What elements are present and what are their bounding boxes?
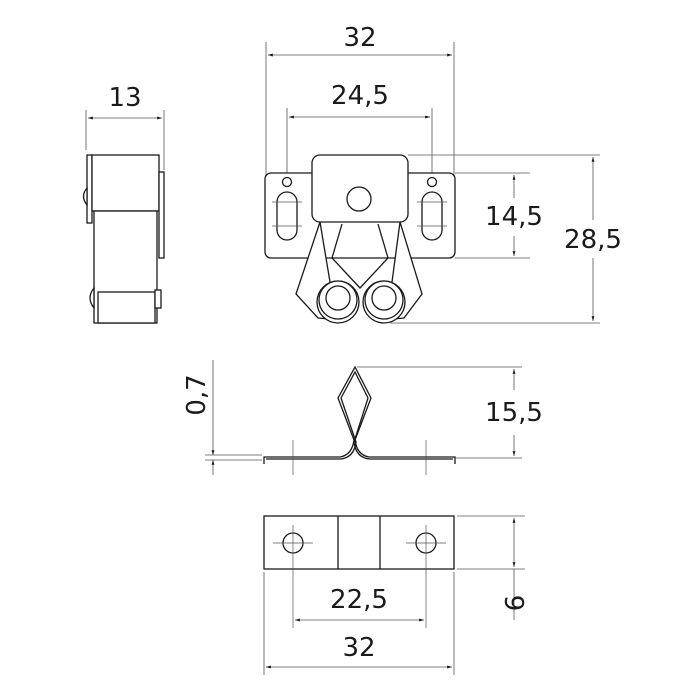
hole-spacing-label: 22,5 [330, 585, 388, 615]
side-width-label: 13 [108, 83, 141, 113]
overall-height-label: 28,5 [564, 225, 622, 255]
spring-height-label: 15,5 [485, 398, 543, 428]
plate-height-label: 14,5 [485, 202, 543, 232]
slot-spacing-label: 24,5 [331, 81, 389, 111]
strike-width-label: 32 [342, 633, 375, 663]
strike-plate-view: 22,5 32 9 [263, 515, 528, 675]
strike-height-label: 9 [498, 595, 528, 612]
spring-view: 0,7 15,5 [182, 360, 543, 475]
side-view: 13 [82, 83, 165, 324]
front-view: 32 24,5 14,5 [264, 23, 622, 324]
front-overall-width-label: 32 [343, 23, 376, 53]
thickness-label: 0,7 [182, 374, 212, 415]
